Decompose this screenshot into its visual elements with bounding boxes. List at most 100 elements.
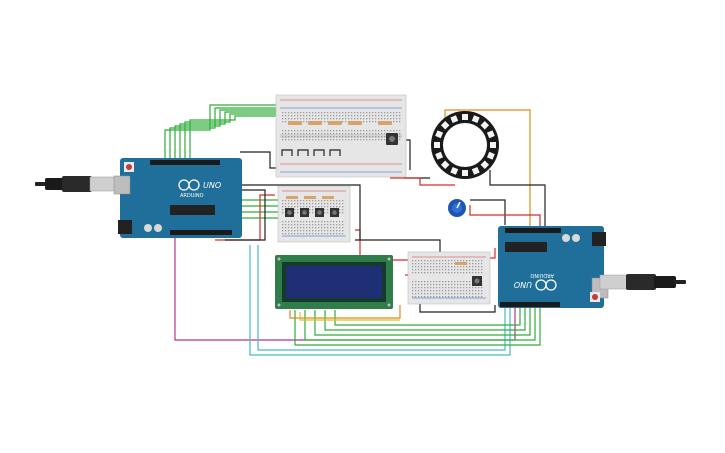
breadboard-hole	[339, 230, 341, 232]
breadboard-hole	[327, 230, 329, 232]
breadboard-hole	[327, 118, 329, 120]
breadboard-hole	[339, 233, 341, 235]
breadboard-hole	[348, 118, 350, 120]
breadboard-hole	[460, 281, 462, 283]
breadboard-hole	[369, 136, 371, 138]
breadboard-hole	[451, 269, 453, 271]
breadboard-hole	[475, 269, 477, 271]
breadboard-hole	[300, 139, 302, 141]
breadboard-hole	[448, 266, 450, 268]
breadboard-hole	[472, 260, 474, 262]
breadboard-hole	[363, 136, 365, 138]
breadboard-hole	[372, 136, 374, 138]
breadboard-hole	[339, 203, 341, 205]
breadboard-hole	[318, 112, 320, 114]
breadboard-hole	[306, 115, 308, 117]
breadboard-hole	[333, 200, 335, 202]
breadboard-hole	[478, 296, 480, 298]
breadboard-hole	[466, 296, 468, 298]
breadboard-hole	[463, 260, 465, 262]
ring-led	[434, 142, 440, 148]
breadboard-hole	[306, 233, 308, 235]
breadboard-hole	[412, 287, 414, 289]
breadboard-hole	[475, 296, 477, 298]
breadboard-hole	[309, 209, 311, 211]
breadboard-hole	[390, 118, 392, 120]
breadboard-hole	[412, 293, 414, 295]
breadboard-hole	[291, 115, 293, 117]
arduino-right[interactable]: UNO ARDUINO	[498, 226, 609, 308]
breadboard-hole	[321, 206, 323, 208]
breadboard-hole	[378, 115, 380, 117]
breadboard-hole	[324, 200, 326, 202]
breadboard-hole	[354, 139, 356, 141]
breadboard-hole	[472, 293, 474, 295]
breadboard-hole	[366, 118, 368, 120]
breadboard-hole	[285, 121, 287, 123]
breadboard-hole	[285, 224, 287, 226]
breadboard-hole	[324, 221, 326, 223]
breadboard-hole	[451, 290, 453, 292]
breadboard-hole	[460, 287, 462, 289]
breadboard-hole	[303, 203, 305, 205]
lcd-16x2[interactable]	[275, 255, 393, 309]
breadboard-hole	[333, 139, 335, 141]
breadboard-hole	[333, 230, 335, 232]
breadboard-hole	[418, 287, 420, 289]
breadboard-hole	[300, 133, 302, 135]
breadboard-hole	[475, 272, 477, 274]
breadboard-hole	[285, 130, 287, 132]
breadboard-hole	[315, 221, 317, 223]
breadboard-hole	[454, 269, 456, 271]
breadboard-hole	[424, 281, 426, 283]
breadboard-hole	[342, 203, 344, 205]
breadboard-hole	[454, 260, 456, 262]
breadboard-hole	[366, 133, 368, 135]
potentiometer[interactable]	[448, 199, 466, 217]
breadboard-right[interactable]	[407, 251, 491, 305]
breadboard-hole	[291, 130, 293, 132]
breadboard-hole	[321, 115, 323, 117]
breadboard-hole	[339, 206, 341, 208]
breadboard-hole	[315, 118, 317, 120]
breadboard-hole	[412, 272, 414, 274]
breadboard-hole	[297, 118, 299, 120]
neopixel-ring[interactable]	[431, 111, 499, 179]
ring-led	[490, 142, 496, 148]
breadboard-hole	[330, 230, 332, 232]
breadboard-hole	[381, 133, 383, 135]
breadboard-hole	[481, 266, 483, 268]
breadboard-hole	[418, 266, 420, 268]
breadboard-middle[interactable]	[277, 185, 351, 243]
breadboard-hole	[399, 115, 401, 117]
breadboard-hole	[369, 133, 371, 135]
arduino-left[interactable]: UNO ARDUINO	[113, 158, 242, 238]
breadboard-hole	[306, 112, 308, 114]
breadboard-hole	[339, 118, 341, 120]
breadboard-hole	[463, 281, 465, 283]
breadboard-hole	[442, 293, 444, 295]
breadboard-hole	[285, 200, 287, 202]
breadboard-hole	[321, 133, 323, 135]
ring-led	[480, 120, 490, 130]
breadboard-hole	[390, 115, 392, 117]
breadboard-hole	[466, 287, 468, 289]
breadboard-hole	[369, 118, 371, 120]
breadboard-hole	[306, 221, 308, 223]
breadboard-top[interactable]	[275, 94, 407, 178]
breadboard-hole	[333, 115, 335, 117]
breadboard-hole	[451, 263, 453, 265]
breadboard-hole	[303, 136, 305, 138]
breadboard-hole	[448, 293, 450, 295]
breadboard-hole	[478, 287, 480, 289]
breadboard-hole	[469, 293, 471, 295]
breadboard-hole	[451, 272, 453, 274]
breadboard-hole	[342, 230, 344, 232]
breadboard-hole	[315, 230, 317, 232]
breadboard-hole	[424, 293, 426, 295]
breadboard-hole	[309, 233, 311, 235]
breadboard-hole	[354, 130, 356, 132]
breadboard-hole	[418, 290, 420, 292]
breadboard-hole	[336, 206, 338, 208]
breadboard-hole	[387, 118, 389, 120]
